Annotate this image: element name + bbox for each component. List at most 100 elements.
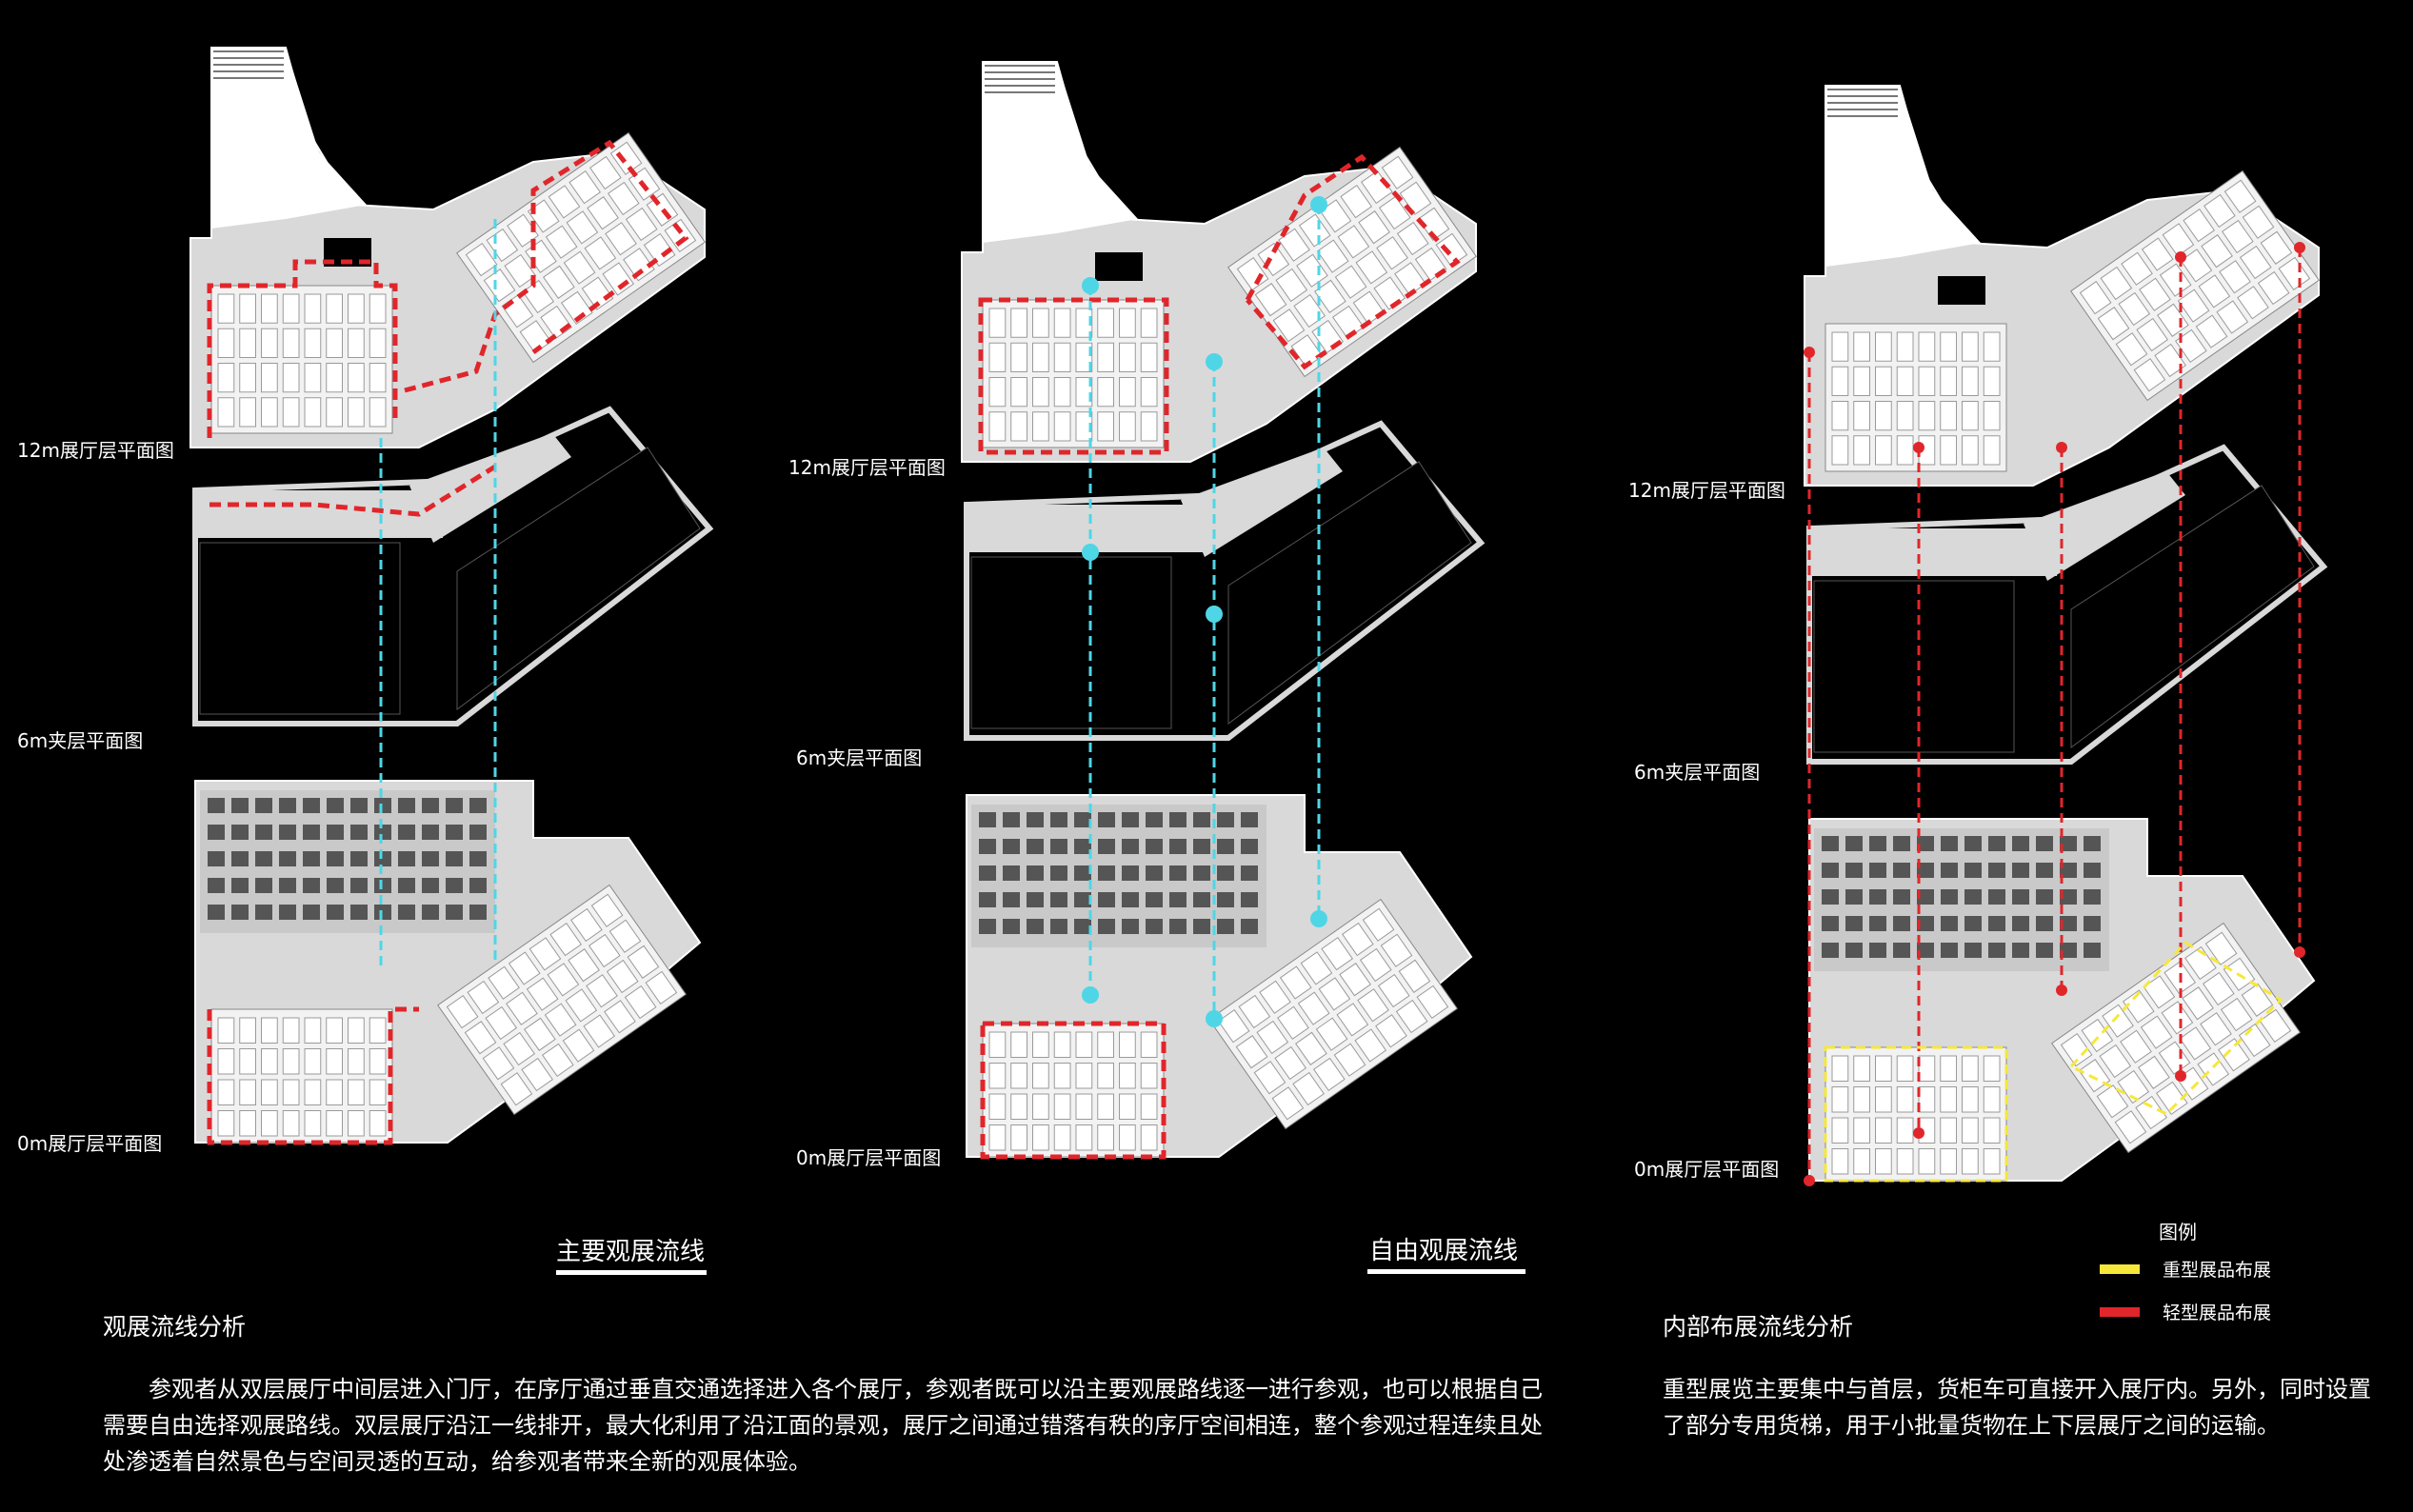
legend-label-light: 轻型展品布展 xyxy=(2163,1303,2272,1323)
exhibit-booth xyxy=(1334,265,1367,299)
exhibit-booth xyxy=(348,363,365,393)
exhibit-booth xyxy=(1256,1020,1289,1055)
parking-space xyxy=(1917,916,1934,931)
parking-space xyxy=(469,851,487,866)
legend-swatch-heavy xyxy=(2100,1263,2140,1274)
parking-space xyxy=(2060,889,2077,905)
exhibit-booth xyxy=(1875,331,1892,362)
exhibit-booth xyxy=(2219,260,2251,294)
exhibit-booth xyxy=(348,1017,365,1044)
void-b xyxy=(456,447,701,710)
exhibit-booth xyxy=(563,250,596,285)
exhibit-booth xyxy=(217,1048,235,1075)
parking-space xyxy=(979,892,996,907)
parking-space xyxy=(1027,812,1044,827)
exhibit-booth xyxy=(217,328,235,358)
exhibit-booth xyxy=(988,411,1007,442)
parking-space xyxy=(327,798,344,813)
parking-space xyxy=(1988,916,2005,931)
goods-lift-node xyxy=(2056,985,2067,996)
exhibit-booth xyxy=(369,1079,387,1105)
main-route-path xyxy=(209,464,497,517)
parking-space xyxy=(2060,836,2077,851)
parking-space xyxy=(2084,943,2101,958)
exhibit-booth xyxy=(261,363,278,393)
exhibit-booth xyxy=(1119,1031,1136,1058)
exhibit-booth xyxy=(304,1048,322,1075)
parking-space xyxy=(1027,839,1044,854)
exhibit-booth xyxy=(1831,366,1849,396)
parking-space xyxy=(303,798,320,813)
exhibit-booth xyxy=(1053,308,1071,338)
goods-lift-node xyxy=(2175,251,2186,263)
exhibit-booth xyxy=(586,974,618,1008)
exhibit-booth xyxy=(643,232,676,268)
parking-space xyxy=(350,851,368,866)
exhibit-booth xyxy=(528,937,562,971)
route-overlay xyxy=(207,139,689,1145)
exhibit-booth xyxy=(348,1079,365,1105)
exhibit-booth xyxy=(1032,377,1049,408)
parking-space xyxy=(398,851,415,866)
exhibit-booth xyxy=(2278,256,2311,290)
parking-space xyxy=(1941,863,1958,878)
exhibit-booth xyxy=(348,397,365,428)
exhibit-booth xyxy=(1853,1055,1870,1082)
entrance-canopy xyxy=(983,62,1138,243)
parking-space xyxy=(255,905,272,920)
parking-space xyxy=(422,878,439,893)
exhibit-booth xyxy=(1342,922,1374,957)
col3-label-6m: 6m夹层平面图 xyxy=(1634,761,1761,784)
exhibit-booth xyxy=(988,377,1007,408)
parking-space xyxy=(208,878,225,893)
parking-space xyxy=(398,905,415,920)
parking-space xyxy=(1964,889,1982,905)
exhibit-booth xyxy=(1962,401,1979,431)
exhibit-booth xyxy=(1336,1003,1369,1037)
analysis-right-body: 重型展览主要集中与首层，货柜车可直接开入展厅内。另外，同时设置了部分专用货梯，用… xyxy=(1663,1376,2371,1439)
void-a xyxy=(199,542,401,715)
level-6m-plan xyxy=(1806,444,2328,765)
exhibit-booth xyxy=(1097,1124,1114,1151)
parking-space xyxy=(1869,836,1886,851)
exhibit-booth xyxy=(1140,1031,1158,1058)
parking-space xyxy=(2060,916,2077,931)
parking-space xyxy=(469,878,487,893)
heavy-exhibit-route xyxy=(2069,941,2283,1116)
exhibit-booth xyxy=(988,1031,1007,1058)
exhibit-booth xyxy=(1119,1124,1136,1151)
exhibit-booth xyxy=(1394,262,1426,296)
exhibit-booth xyxy=(1140,1124,1158,1151)
exhibit-booth xyxy=(446,995,479,1029)
parking-space xyxy=(1241,839,1258,854)
exhibit-booth xyxy=(1983,401,2001,431)
exhibit-booth xyxy=(604,1000,636,1034)
parking-space xyxy=(255,878,272,893)
parking-space xyxy=(2036,916,2053,931)
exhibit-booth xyxy=(1355,250,1388,285)
exhibit-booth xyxy=(369,363,387,393)
exhibit-booth xyxy=(1983,435,2001,466)
exhibit-booth xyxy=(2097,307,2130,341)
exhibit-booth xyxy=(1962,1086,1979,1113)
parking-space xyxy=(1098,812,1115,827)
exhibit-booth xyxy=(1295,1031,1327,1065)
parking-space xyxy=(350,825,368,840)
legend-swatch-light xyxy=(2100,1306,2140,1317)
parking-space xyxy=(1050,812,1067,827)
main-route-path xyxy=(207,1006,419,1145)
exhibit-booth xyxy=(1395,999,1428,1034)
exhibit-booth xyxy=(1119,308,1136,338)
exhibit-booth xyxy=(1831,435,1849,466)
parking-space xyxy=(1003,892,1020,907)
exhibit-booth xyxy=(1896,1055,1914,1082)
exhibit-booth xyxy=(1962,435,1979,466)
exhibit-booth xyxy=(326,1017,343,1044)
exhibit-booth xyxy=(217,1110,235,1137)
parking-space xyxy=(1217,892,1234,907)
exhibit-booth xyxy=(2237,286,2269,320)
goods-lift-node xyxy=(1804,1175,1815,1186)
exhibit-booth xyxy=(1053,1093,1071,1120)
parking-space xyxy=(255,798,272,813)
legend-item-heavy: 重型展品布展 xyxy=(2100,1256,2271,1282)
